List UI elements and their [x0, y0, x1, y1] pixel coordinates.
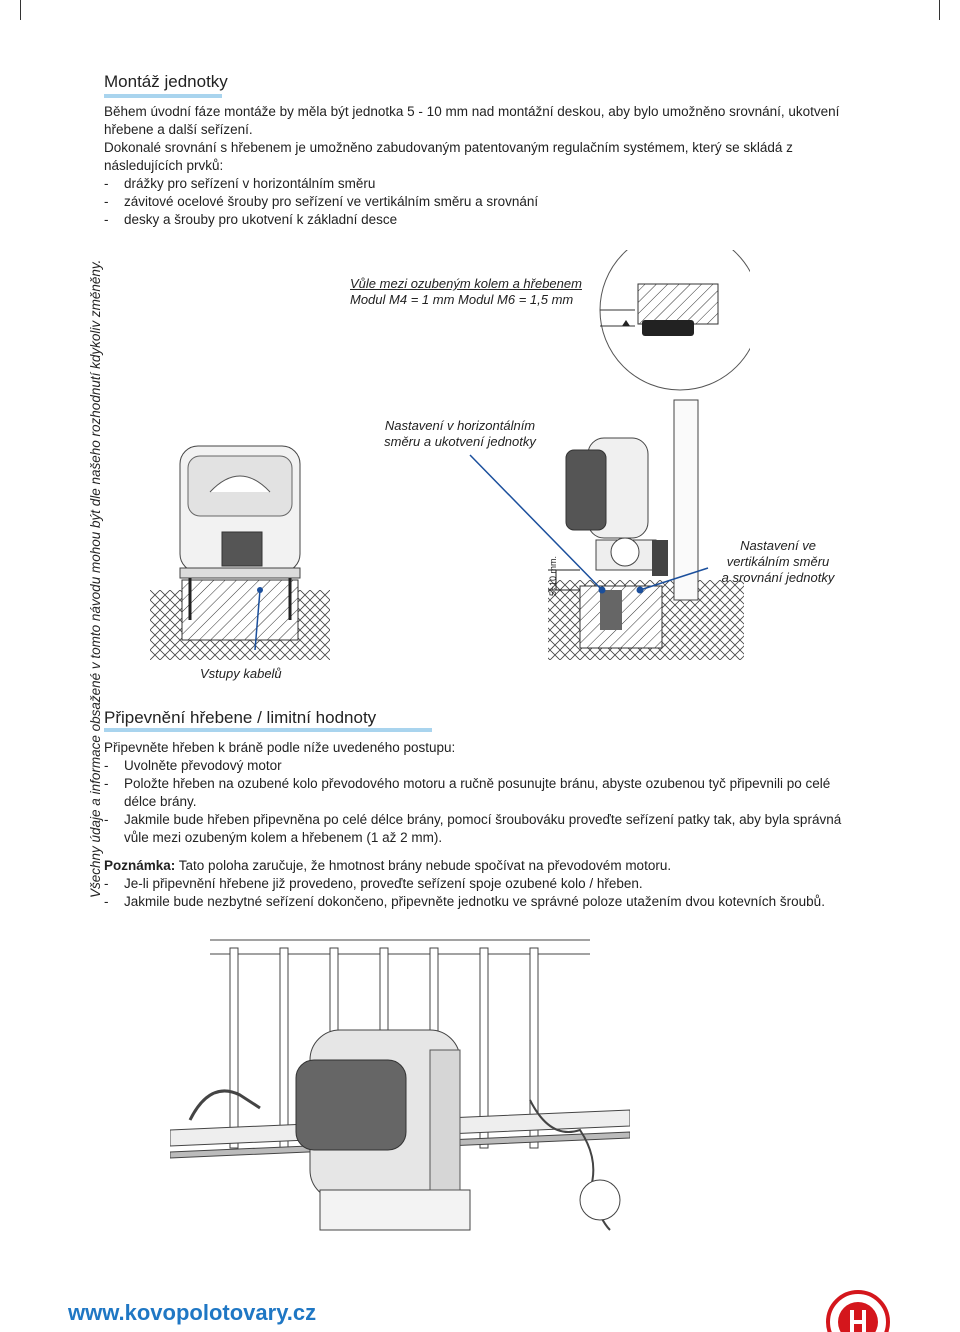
side-note-disclaimer: Všechny údaje a informace obsažené v tom… — [88, 259, 103, 898]
section-title-underline — [104, 94, 222, 98]
mounting-list: drážky pro seřízení v horizontálním směr… — [104, 175, 844, 229]
crop-mark-top-left — [0, 0, 21, 20]
rack-installation-illustration — [170, 939, 630, 1231]
list-item: desky a šrouby pro ukotvení k základní d… — [104, 211, 844, 229]
caption-vertical-adjust: Nastavení ve vertikálním směru a srovnán… — [712, 538, 844, 586]
section-title-rack: Připevnění hřebene / limitní hodnoty — [104, 708, 377, 727]
footer-website-link[interactable]: www.kovopolotovary.cz — [68, 1300, 317, 1325]
caption-gap: Vůle mezi ozubeným kolem a hřebenem Modu… — [350, 276, 582, 308]
list-item: Uvolněte převodový motor — [104, 757, 844, 775]
section-title-mounting: Montáž jednotky — [104, 72, 228, 91]
mounting-para-1: Během úvodní fáze montáže by měla být je… — [104, 104, 840, 137]
section-title-underline — [104, 728, 432, 732]
caption-gap-line-2: Modul M4 = 1 mm Modul M6 = 1,5 mm — [350, 292, 574, 307]
caption-gap-line-1: Vůle mezi ozubeným kolem a hřebenem — [350, 276, 582, 291]
mounting-text: Během úvodní fáze montáže by měla být je… — [104, 103, 844, 229]
caption-vertical-line-2: vertikálním směru — [726, 554, 830, 569]
rack-text: Připevněte hřeben k bráně podle níže uve… — [104, 739, 844, 911]
note-label: Poznámka: — [104, 858, 176, 873]
note-text: Tato poloha zaručuje, že hmotnost brány … — [175, 858, 672, 873]
unit-front-view-illustration — [150, 445, 330, 660]
list-item: Jakmile bude nezbytné seřízení dokončeno… — [104, 893, 844, 911]
crop-mark-top-right — [939, 0, 960, 20]
note-list: Je-li připevnění hřebene již provedeno, … — [104, 875, 844, 911]
list-item: drážky pro seřízení v horizontálním směr… — [104, 175, 844, 193]
caption-horizontal-adjust: Nastavení v horizontálním směru a ukotve… — [370, 418, 550, 450]
unit-side-view-illustration — [469, 250, 750, 660]
list-item: Jakmile bude hřeben připevněna po celé d… — [104, 811, 844, 847]
list-item: Položte hřeben na ozubené kolo převodové… — [104, 775, 844, 811]
dimension-label: 5÷10 mm. — [548, 556, 558, 596]
rack-note: Poznámka: Tato poloha zaručuje, že hmotn… — [104, 857, 844, 875]
caption-vertical-line-3: a srovnání jednotky — [721, 570, 835, 585]
caption-cable-inputs: Vstupy kabelů — [200, 666, 282, 681]
caption-horizontal-line-2: směru a ukotvení jednotky — [384, 434, 536, 449]
company-logo-icon — [826, 1290, 890, 1332]
caption-vertical-line-1: Nastavení ve — [740, 538, 816, 553]
caption-horizontal-line-1: Nastavení v horizontálním — [384, 418, 536, 433]
mounting-para-2: Dokonalé srovnání s hřebenem je umožněno… — [104, 140, 793, 173]
rack-intro: Připevněte hřeben k bráně podle níže uve… — [104, 740, 456, 755]
rack-list: Uvolněte převodový motor Položte hřeben … — [104, 757, 844, 847]
list-item: závitové ocelové šrouby pro seřízení ve … — [104, 193, 844, 211]
list-item: Je-li připevnění hřebene již provedeno, … — [104, 875, 844, 893]
